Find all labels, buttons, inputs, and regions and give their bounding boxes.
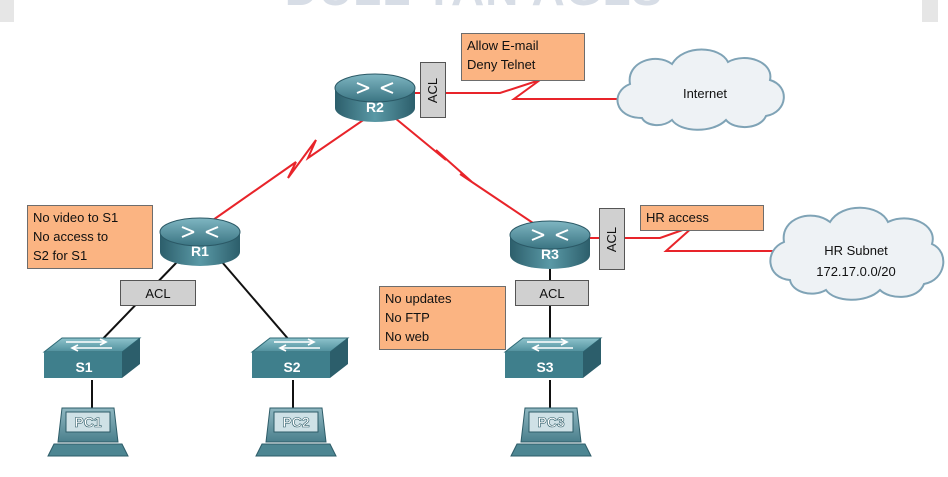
switch-s3-label: S3 [536, 359, 553, 375]
note-r1-line-3: S2 for S1 [33, 248, 88, 263]
router-r2-icon[interactable]: R2 [334, 73, 416, 122]
switch-s2-icon[interactable]: S2 [250, 337, 350, 378]
router-r3-icon[interactable]: R3 [509, 220, 591, 269]
acl-r1-lan-label: ACL [145, 285, 171, 301]
acl-r2-internet-label: ACL [425, 77, 441, 103]
acl-r2-internet[interactable]: ACL [420, 62, 446, 118]
note-r3-hr-policy: HR access [640, 205, 764, 231]
note-r1-line-2: No access to [33, 229, 109, 244]
pc1-icon[interactable]: PC1 [47, 407, 129, 457]
note-r1-policy: No video to S1 No access to S2 for S1 [27, 205, 153, 269]
lan-link-r1-s2 [221, 261, 297, 349]
pc1-label: PC1 [74, 414, 101, 430]
pc3-icon[interactable]: PC3 [510, 407, 592, 457]
internet-cloud-label: Internet [683, 86, 727, 101]
switch-s1-icon[interactable]: S1 [42, 337, 142, 378]
hr-subnet-cloud-label-2: 172.17.0.0/20 [816, 264, 896, 279]
wan-link-r2-r3 [394, 117, 534, 224]
acl-r3-hr[interactable]: ACL [599, 208, 625, 270]
note-r2-line-2: Deny Telnet [467, 57, 536, 72]
acl-r1-lan[interactable]: ACL [120, 280, 196, 306]
note-r3-lan-line-3: No web [385, 329, 430, 344]
right-edge-bar [922, 0, 938, 22]
wan-link-r2-internet [412, 79, 620, 100]
acl-r3-hr-label: ACL [604, 226, 620, 252]
note-r3-lan-policy: No updates No FTP No web [379, 286, 506, 350]
left-edge-bar [0, 0, 14, 22]
pc3-label: PC3 [537, 414, 564, 430]
router-r3-label: R3 [541, 246, 559, 262]
router-r2-label: R2 [366, 99, 384, 115]
note-r3-lan-line-1: No updates [385, 291, 452, 306]
pc2-icon[interactable]: PC2 [255, 407, 337, 457]
switch-s1-label: S1 [75, 359, 92, 375]
note-r2-policy: Allow E-mail Deny Telnet [461, 33, 585, 81]
acl-r3-lan-label: ACL [539, 285, 565, 301]
note-r3-hr-line-1: HR access [646, 210, 709, 225]
note-r3-lan-line-2: No FTP [385, 310, 430, 325]
switch-s2-label: S2 [283, 359, 300, 375]
router-r1-label: R1 [191, 243, 209, 259]
wan-link-r3-hr [590, 225, 778, 252]
acl-r3-lan[interactable]: ACL [515, 280, 589, 306]
pc2-label: PC2 [282, 414, 309, 430]
note-r1-line-1: No video to S1 [33, 210, 119, 225]
hr-subnet-cloud: HR Subnet 172.17.0.0/20 [769, 206, 945, 301]
note-r2-line-1: Allow E-mail [467, 38, 539, 53]
wan-link-r2-r1 [212, 111, 376, 221]
internet-cloud: Internet [616, 48, 785, 131]
router-r1-icon[interactable]: R1 [159, 217, 241, 266]
switch-s3-icon[interactable]: S3 [503, 337, 603, 378]
hr-subnet-cloud-label-1: HR Subnet [824, 243, 888, 258]
